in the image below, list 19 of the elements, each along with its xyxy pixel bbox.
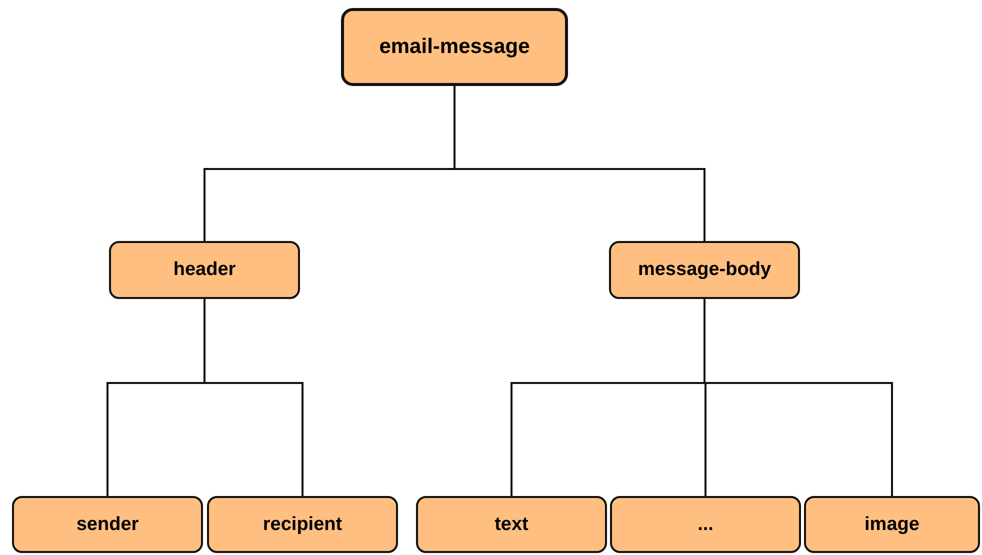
- connector-line: [454, 86, 706, 241]
- tree-node-box: [341, 8, 568, 86]
- node-label: image: [864, 514, 920, 536]
- tree-node-box: [804, 496, 980, 553]
- node-label: text: [494, 514, 528, 536]
- tree-node-box: [416, 496, 607, 553]
- node-label: header: [173, 259, 236, 281]
- node-label: email-message: [379, 35, 530, 59]
- tree-node-box: [12, 496, 203, 553]
- node-label: sender: [76, 514, 139, 536]
- node-label: ...: [698, 514, 714, 536]
- node-label: message-body: [638, 259, 772, 281]
- node-label: recipient: [262, 514, 342, 536]
- tree-node-box: [109, 241, 300, 299]
- connector-line: [204, 299, 304, 496]
- tree-node-box: [207, 496, 398, 553]
- tree-node-box: [610, 496, 801, 553]
- connector-line: [704, 299, 893, 496]
- tree-node-box: [609, 241, 800, 299]
